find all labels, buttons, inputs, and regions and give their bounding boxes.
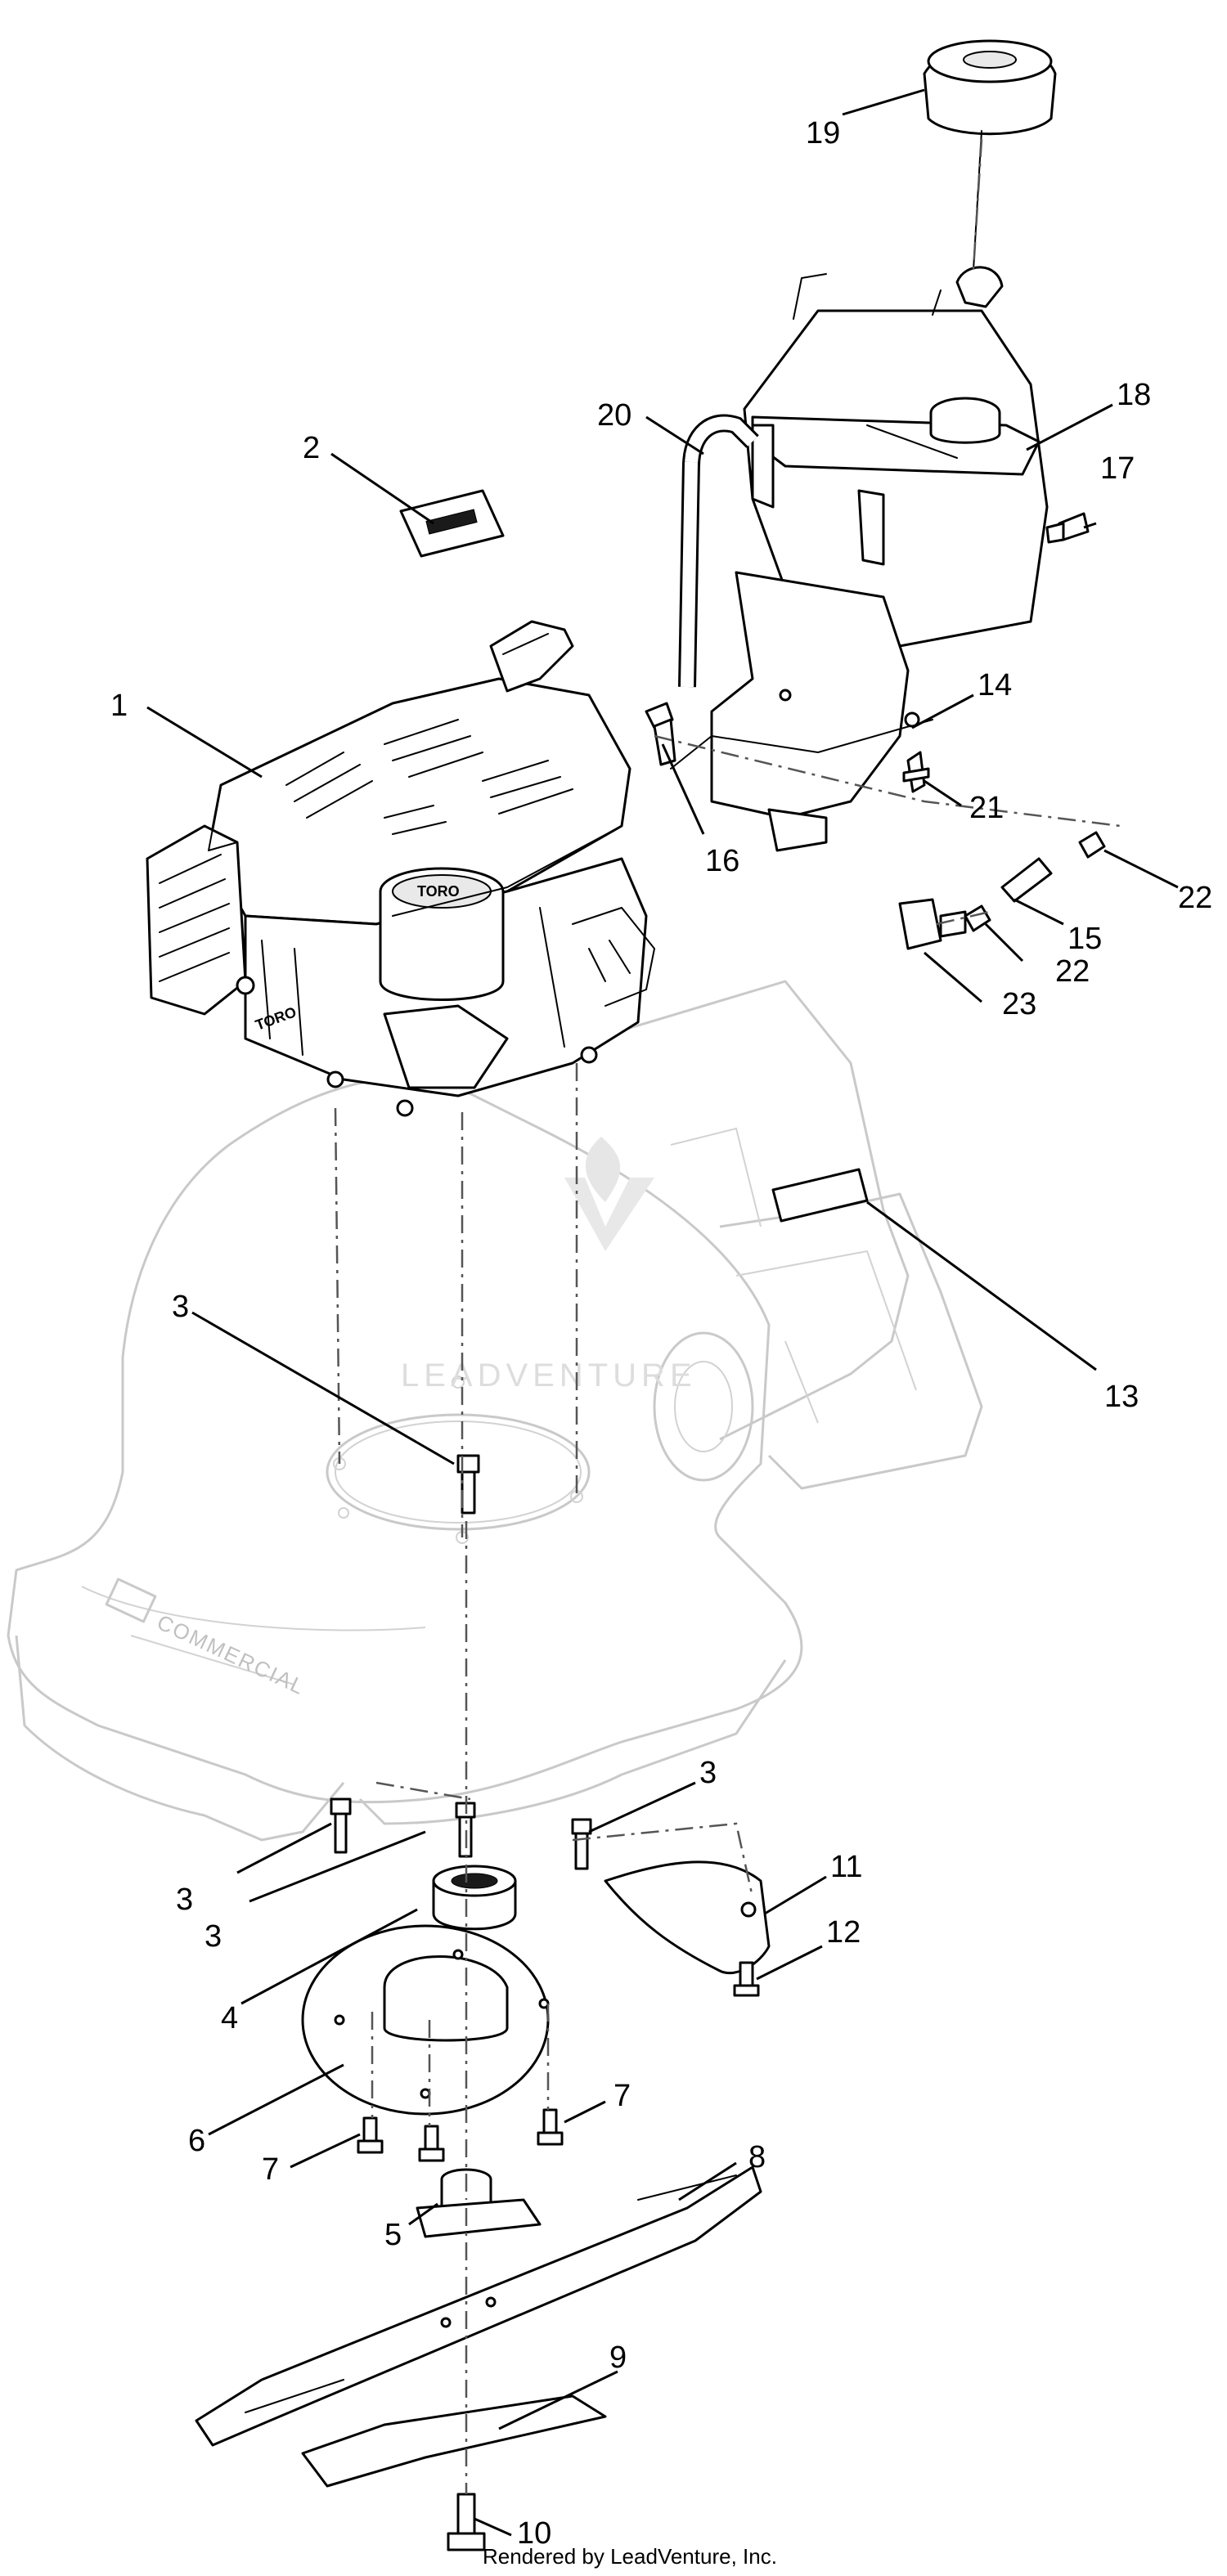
engine-decal — [399, 489, 505, 558]
fuel-cap — [923, 39, 1057, 308]
screw-7-center — [418, 2125, 445, 2162]
fuel-line — [678, 414, 759, 688]
spacer-4 — [432, 1865, 517, 1931]
stiffener-9 — [301, 2394, 607, 2488]
callout-22-lower: 22 — [1055, 954, 1090, 989]
callout-19: 19 — [806, 116, 840, 150]
baffle-6 — [301, 1924, 550, 2116]
assembly-lines — [334, 138, 1121, 2494]
callout-16: 16 — [705, 844, 739, 878]
callout-4: 4 — [221, 2001, 238, 2035]
callout-17: 17 — [1100, 451, 1135, 486]
bolt-3-right — [571, 1818, 592, 1870]
fuel-hose-15 — [1000, 857, 1053, 903]
callout-8: 8 — [748, 2140, 766, 2174]
callout-18: 18 — [1117, 378, 1151, 412]
fuel-tank — [743, 273, 1049, 648]
shutoff-valve-23 — [898, 898, 967, 950]
leadventure-watermark: LEADVENTURE — [401, 1137, 697, 1393]
callout-15: 15 — [1067, 922, 1102, 956]
bolt-16 — [645, 702, 676, 766]
callout-11: 11 — [830, 1850, 862, 1884]
callout-10: 10 — [517, 2516, 551, 2551]
callout-7-left: 7 — [262, 2152, 279, 2187]
rear-decal — [771, 1168, 869, 1223]
callout-14: 14 — [978, 668, 1012, 702]
baffle-11 — [604, 1860, 771, 1975]
bolt-3-left — [330, 1797, 352, 1854]
callout-22-upper: 22 — [1178, 881, 1212, 915]
callout-3-deck: 3 — [172, 1290, 189, 1324]
blade-8 — [195, 2165, 762, 2447]
callout-2: 2 — [303, 431, 320, 465]
footer-credit: Rendered by LeadVenture, Inc. — [483, 2544, 777, 2569]
mower-deck-ghost: COMMERCIAL — [7, 980, 983, 1842]
tank-bracket — [670, 571, 933, 852]
callout-13: 13 — [1104, 1380, 1139, 1414]
callout-3-center: 3 — [204, 1919, 222, 1954]
callout-9: 9 — [609, 2340, 627, 2375]
callout-3-left: 3 — [176, 1883, 193, 1917]
bolt-21 — [902, 751, 930, 793]
screw-7-left — [357, 2116, 384, 2154]
leader-lines — [146, 88, 1179, 2537]
callout-5: 5 — [384, 2218, 402, 2252]
callout-21: 21 — [969, 791, 1004, 825]
screw-7-right — [537, 2108, 564, 2146]
callout-20: 20 — [597, 398, 631, 433]
engine-assembly: TORO TORO — [146, 620, 655, 1117]
watermark-text: LEADVENTURE — [401, 1358, 697, 1393]
callout-7-right: 7 — [614, 2079, 631, 2113]
screw-12 — [733, 1961, 760, 1997]
bolt-10 — [447, 2493, 486, 2551]
callout-labels: 1 2 3 3 3 3 4 5 6 7 7 8 9 10 11 12 13 14… — [110, 116, 1212, 2551]
callout-1: 1 — [110, 689, 128, 723]
screw-17 — [1045, 512, 1090, 544]
blade-adapter-5 — [416, 2168, 542, 2238]
callout-3-right: 3 — [699, 1756, 717, 1790]
callout-23: 23 — [1002, 987, 1036, 1021]
callout-12: 12 — [826, 1915, 861, 1950]
air-filter-logo: TORO — [417, 883, 460, 900]
callout-6: 6 — [188, 2124, 205, 2158]
hose-clamp-22 — [964, 831, 1106, 932]
